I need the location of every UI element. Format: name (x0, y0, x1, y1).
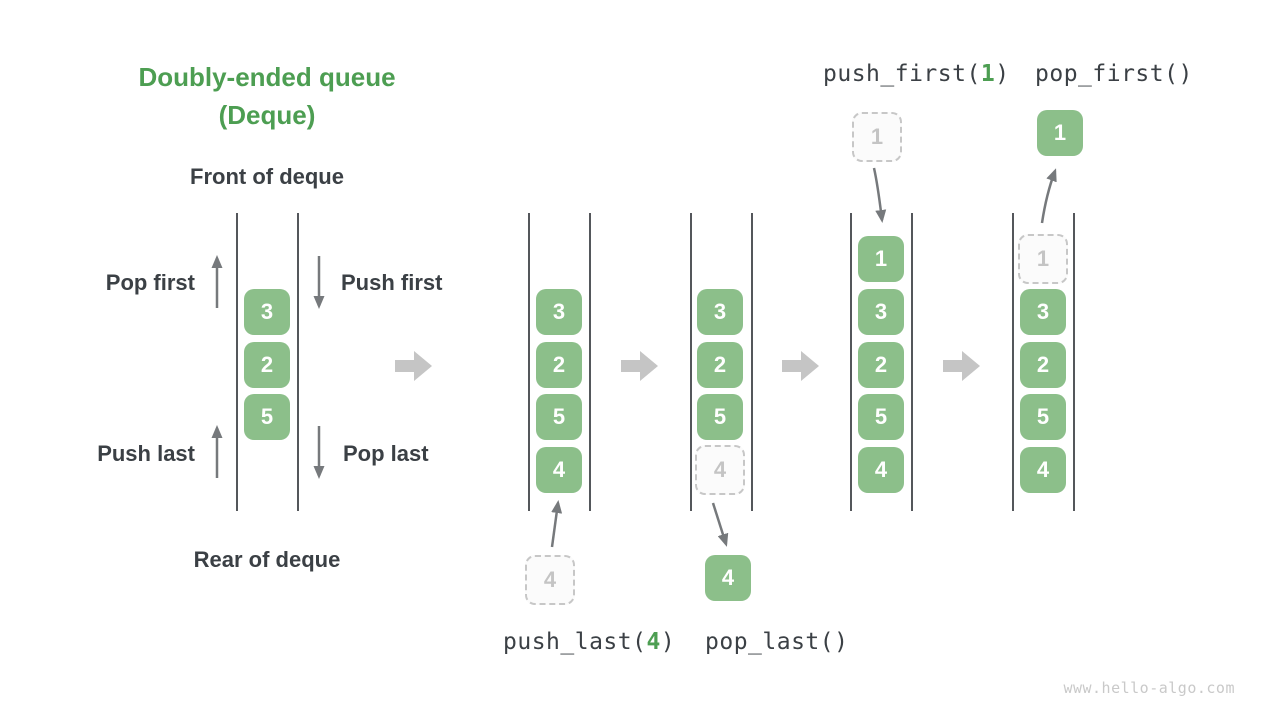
queue5-ghost-cell: 1 (1018, 234, 1068, 284)
queue2-wall-right (589, 213, 591, 511)
push-last-insert-arrow (550, 500, 563, 548)
push-first-insert-arrow (872, 167, 887, 223)
transition-arrow-2 (621, 351, 658, 381)
queue1-cell: 5 (244, 394, 290, 440)
queue1-wall-left (236, 213, 238, 511)
queue2-cell: 4 (536, 447, 582, 493)
queue3-cell: 2 (697, 342, 743, 388)
push-first-call-arg: 1 (980, 61, 996, 87)
transition-arrow-1 (395, 351, 432, 381)
queue4-cell: 4 (858, 447, 904, 493)
diagram-title-line1: Doubly-ended queue (138, 62, 396, 92)
push-last-call-after: ) (660, 629, 676, 655)
queue5-wall-left (1012, 213, 1014, 511)
push-first-call-after: ) (995, 61, 1010, 87)
queue1-cell: 2 (244, 342, 290, 388)
queue5-cell: 3 (1020, 289, 1066, 335)
diagram-title: Doubly-ended queue (Deque) (117, 58, 417, 134)
queue5-cell: 5 (1020, 394, 1066, 440)
queue4-cell: 1 (858, 236, 904, 282)
push-first-call-before: push_first( (823, 61, 981, 87)
transition-arrow-3 (782, 351, 819, 381)
queue3-cell: 3 (697, 289, 743, 335)
queue5-cell: 2 (1020, 342, 1066, 388)
queue5-wall-right (1073, 213, 1075, 511)
rear-of-deque-label: Rear of deque (193, 547, 341, 572)
queue2-cell: 5 (536, 394, 582, 440)
push-first-label: Push first (341, 270, 443, 295)
watermark: www.hello-algo.com (1063, 679, 1235, 697)
front-of-deque-label: Front of deque (190, 164, 344, 189)
push-first-incoming-cell: 1 (852, 112, 902, 162)
queue1-wall-right (297, 213, 299, 511)
queue3-ghost-cell: 4 (695, 445, 745, 495)
queue4-cell: 5 (858, 394, 904, 440)
pop-last-remove-arrow (711, 502, 729, 547)
push-first-call-label: push_first(1) (823, 61, 1010, 87)
queue3-cell: 5 (697, 394, 743, 440)
queue2-wall-left (528, 213, 530, 511)
push-last-call-arg: 4 (646, 629, 661, 655)
queue4-wall-left (850, 213, 852, 511)
queue3-wall-right (751, 213, 753, 511)
push-last-label: Push last (97, 441, 195, 466)
queue4-wall-right (911, 213, 913, 511)
diagram-title-line2: (Deque) (218, 100, 316, 130)
queue4-cell: 2 (858, 342, 904, 388)
transition-arrow-4 (943, 351, 980, 381)
pop-last-call-label: pop_last() (705, 629, 849, 655)
push-last-call-before: push_last( (503, 629, 647, 655)
push-last-incoming-cell: 4 (525, 555, 575, 605)
queue4-cell: 3 (858, 289, 904, 335)
pop-first-remove-arrow (1040, 168, 1057, 224)
queue2-cell: 3 (536, 289, 582, 335)
pop-first-outgoing-cell: 1 (1037, 110, 1083, 156)
pop-first-call-label: pop_first() (1035, 61, 1193, 87)
queue1-cell: 3 (244, 289, 290, 335)
queue2-cell: 2 (536, 342, 582, 388)
push-last-call-label: push_last(4) (503, 629, 675, 655)
pop-first-label: Pop first (105, 270, 195, 295)
queue5-cell: 4 (1020, 447, 1066, 493)
queue3-wall-left (690, 213, 692, 511)
pop-last-outgoing-cell: 4 (705, 555, 751, 601)
pop-last-label: Pop last (343, 441, 429, 466)
